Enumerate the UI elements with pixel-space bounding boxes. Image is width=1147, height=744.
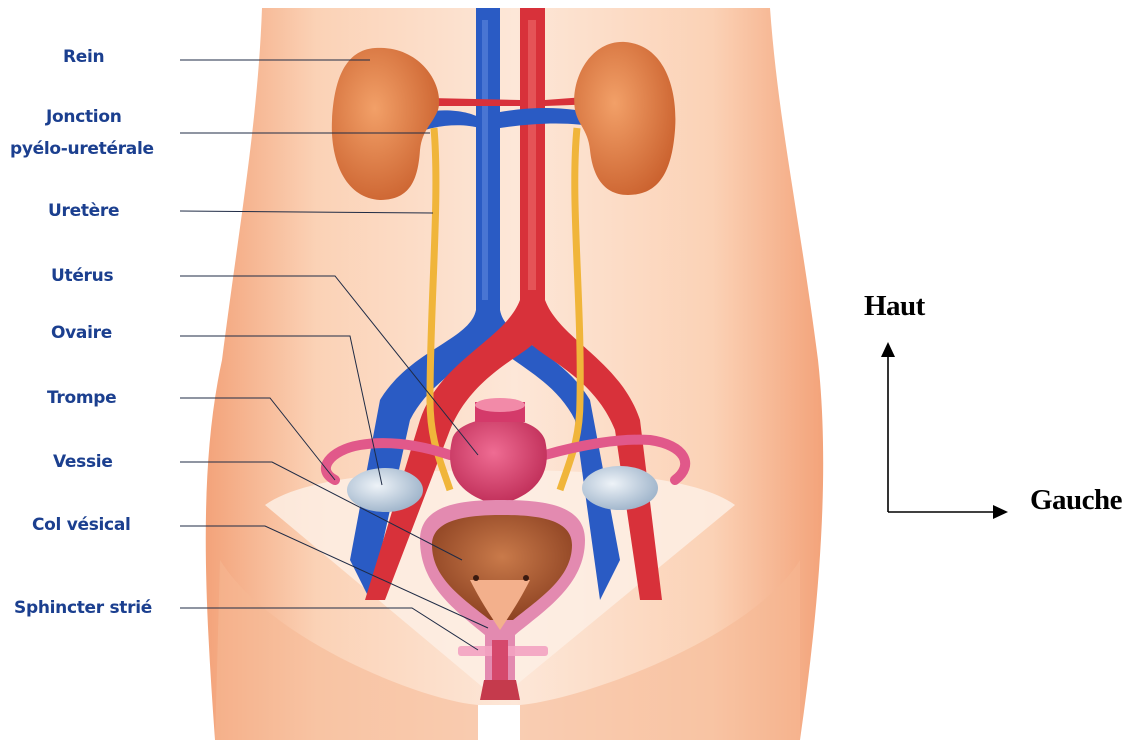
uterus-opening (475, 398, 525, 412)
label-trompe: Trompe (47, 388, 116, 409)
vulva (480, 680, 520, 700)
label-uretere: Uretère (48, 201, 119, 222)
label-rein: Rein (63, 47, 104, 68)
label-gauche: Gauche (1030, 484, 1122, 517)
right-ovary (582, 466, 658, 510)
label-col-vesical: Col vésical (32, 515, 131, 536)
left-ovary (347, 468, 423, 512)
label-uterus: Utérus (51, 266, 113, 287)
label-vessie: Vessie (53, 452, 113, 473)
ureteric-orifice-left (473, 575, 479, 581)
label-ovaire: Ovaire (51, 323, 112, 344)
label-jonction-line2: pyélo-uretérale (10, 139, 154, 160)
label-sphincter-strie: Sphincter strié (14, 598, 152, 619)
up-arrow-icon (881, 342, 895, 357)
vena-highlight (482, 20, 488, 300)
ureteric-orifice-right (523, 575, 529, 581)
right-arrow-icon (993, 505, 1008, 519)
orientation-axes (881, 342, 1008, 519)
label-jonction-line1: Jonction (46, 107, 122, 128)
aorta-highlight (528, 20, 536, 290)
label-haut: Haut (864, 290, 925, 323)
